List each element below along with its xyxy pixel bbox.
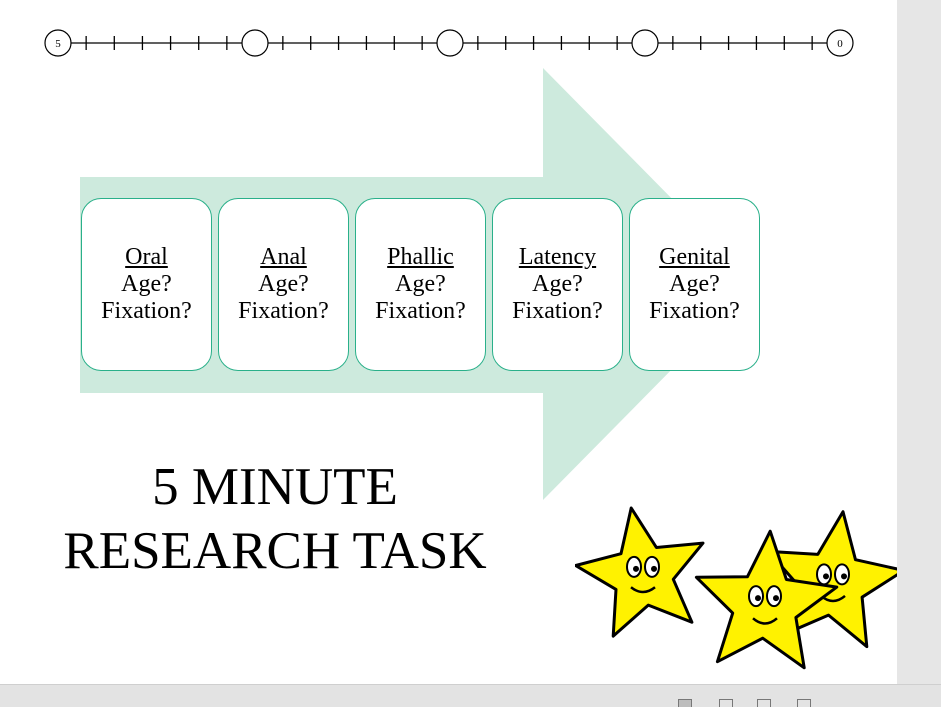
timer-marker-1: [241, 29, 269, 57]
slide-canvas: 5 0 Oral Age? Fixation? Anal Age? Fixati…: [0, 0, 897, 684]
stage-name: Latency: [518, 244, 597, 270]
slide-show-icon[interactable]: [797, 699, 811, 707]
stage-name: Oral: [125, 244, 168, 270]
stage-age: Age?: [395, 271, 446, 297]
task-title-line1: 5 MINUTE: [152, 458, 398, 516]
timer-end-circle: [826, 29, 854, 57]
timer-start-circle: [44, 29, 72, 57]
stage-fixation: Fixation?: [375, 298, 466, 324]
stage-box-phallic: Phallic Age? Fixation?: [355, 198, 486, 371]
vertical-scrollbar[interactable]: [897, 0, 941, 684]
countdown-timer: 5 0: [44, 29, 854, 57]
star-middle: [694, 529, 839, 670]
reading-view-icon[interactable]: [757, 699, 771, 707]
star-left: [575, 506, 705, 638]
task-title: 5 MINUTE RESEARCH TASK: [20, 455, 530, 583]
stage-name: Genital: [659, 244, 730, 270]
task-title-line2: RESEARCH TASK: [63, 522, 487, 580]
stage-fixation: Fixation?: [238, 298, 329, 324]
stage-age: Age?: [121, 271, 172, 297]
stage-name: Phallic: [387, 244, 454, 270]
stage-age: Age?: [669, 271, 720, 297]
stage-age: Age?: [532, 271, 583, 297]
status-bar: [0, 684, 941, 707]
stage-fixation: Fixation?: [101, 298, 192, 324]
normal-view-icon[interactable]: [678, 699, 692, 707]
stage-box-oral: Oral Age? Fixation?: [81, 198, 212, 371]
timer-marker-3: [631, 29, 659, 57]
timer-end-label: 0: [837, 38, 843, 50]
stage-box-latency: Latency Age? Fixation?: [492, 198, 623, 371]
timer-start-label: 5: [55, 38, 61, 50]
stars-clipart: [575, 506, 897, 670]
stage-age: Age?: [258, 271, 309, 297]
slide-sorter-icon[interactable]: [719, 699, 733, 707]
stage-fixation: Fixation?: [512, 298, 603, 324]
timer-marker-2: [436, 29, 464, 57]
stage-box-anal: Anal Age? Fixation?: [218, 198, 349, 371]
stage-name: Anal: [260, 244, 307, 270]
stage-box-genital: Genital Age? Fixation?: [629, 198, 760, 371]
stage-fixation: Fixation?: [649, 298, 740, 324]
